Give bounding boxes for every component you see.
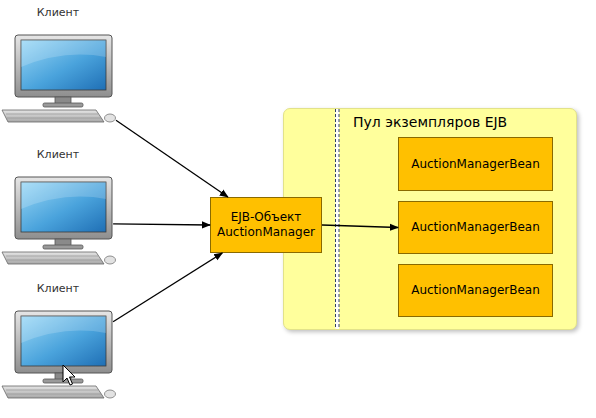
computer-icon [2,35,116,122]
box-label: AuctionManagerBean [411,157,540,172]
component-box: AuctionManagerBean [398,264,553,317]
component-box: EJB-Объект AuctionManager [210,197,322,253]
flow-arrow [322,225,398,228]
separator-gap [336,109,340,329]
client-node: Клиент [0,147,116,267]
component-box: AuctionManagerBean [398,201,553,254]
client-label: Клиент [18,282,98,295]
client-node: Клиент [0,281,116,401]
box-label: EJB-Объект AuctionManager [215,210,317,240]
box-label: AuctionManagerBean [411,283,540,298]
instance-pool: Пул экземпляров EJBAuctionManagerBeanAuc… [283,108,577,330]
mouse-cursor [63,365,75,385]
flow-arrow [116,120,228,197]
client-label: Клиент [18,6,98,19]
component-box: AuctionManagerBean [398,137,553,191]
box-label: AuctionManagerBean [411,220,540,235]
pool-title: Пул экземпляров EJB [353,114,507,130]
separator-line [335,109,336,329]
client-node: Клиент [0,5,116,125]
flow-arrow [113,253,222,322]
flow-arrow [113,224,210,225]
computer-icon [2,311,116,398]
computer-icon [2,177,116,264]
client-label: Клиент [18,148,98,161]
separator-line [339,109,340,329]
